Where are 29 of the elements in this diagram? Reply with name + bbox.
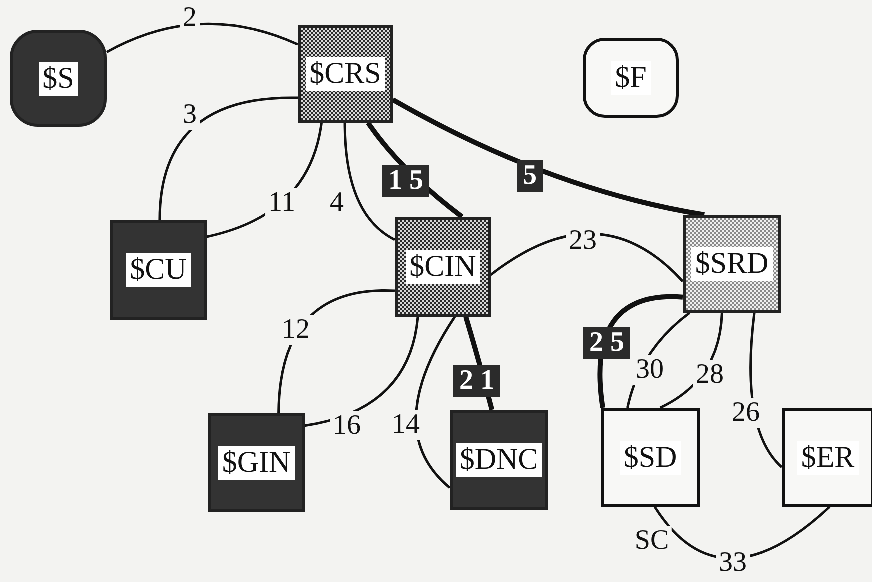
rounded-node-box [583,38,679,118]
node-label: $ER [797,440,859,474]
connector-line [392,98,705,218]
node-label: $SD [620,440,682,474]
node-label: $S [38,62,78,96]
node-label: $GIN [218,446,295,480]
edge-label: 2 1 [454,365,500,397]
node-label: $SRD [691,247,773,281]
node-label: $CRS [306,57,386,91]
node-box [782,408,872,507]
node-box [298,25,393,123]
node-box [601,408,700,507]
connector-line [344,122,396,242]
node-box [110,220,207,320]
rounded-node-box [10,30,107,127]
edge-label: 11 [266,188,298,218]
edge-label: 1 5 [382,165,430,197]
node-box [450,410,548,510]
node-label: $CU [126,253,191,287]
connector-line [158,96,298,220]
edge-label: 2 5 [584,327,630,359]
connector-line [106,22,298,54]
edge-label: 5 [517,160,543,192]
node-label: $DNC [456,443,542,477]
node-label: $F [611,61,651,95]
node-box [683,215,781,313]
node-box [395,217,491,317]
node-box [208,413,305,512]
node-label: $CIN [406,250,480,284]
